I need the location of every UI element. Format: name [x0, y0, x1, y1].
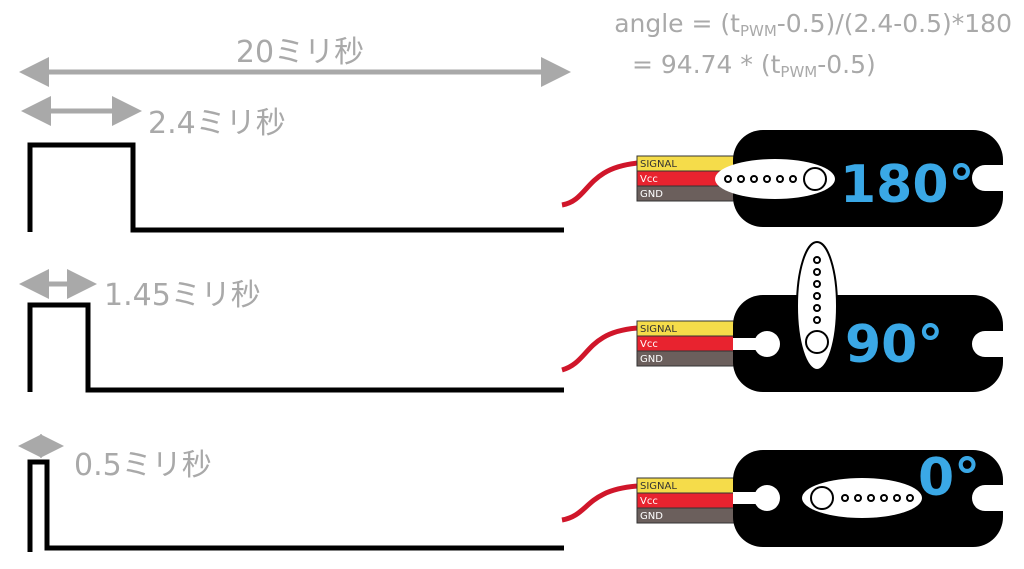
signal-wire-label: SIGNAL	[640, 324, 677, 335]
servo-90: SIGNAL Vcc GND 90°	[561, 241, 1003, 392]
servo-cable	[561, 325, 639, 373]
period-label: 20ミリ秒	[236, 35, 364, 70]
pwm-waveform	[27, 302, 564, 393]
vcc-wire-label: Vcc	[640, 174, 658, 185]
servo-body	[733, 130, 1003, 227]
pwm-waveform	[27, 142, 564, 233]
servo-180: SIGNAL Vcc GND 180°	[561, 130, 1003, 227]
angle-label: 90°	[845, 315, 943, 375]
signal-wire-label: SIGNAL	[640, 481, 677, 492]
formula-line-1: angle = (tPWM-0.5)/(2.4-0.5)*180	[614, 9, 1012, 40]
pulse-2.4ms: 2.4ミリ秒	[20, 96, 564, 233]
pulse-width-label: 0.5ミリ秒	[74, 448, 212, 483]
vcc-wire-label: Vcc	[640, 339, 658, 350]
angle-label: 180°	[840, 155, 975, 215]
pulse-0.5ms: 0.5ミリ秒	[18, 434, 564, 552]
servo-cable	[561, 483, 639, 523]
gnd-wire-label: GND	[640, 354, 663, 365]
vcc-wire-label: Vcc	[640, 496, 658, 507]
pulse-width-label: 1.45ミリ秒	[104, 278, 261, 313]
pwm-waveform	[27, 459, 564, 552]
servo-cable	[561, 160, 639, 208]
servo-horn	[715, 159, 835, 199]
pulse-1.45ms: 1.45ミリ秒	[18, 269, 564, 393]
servo-0: SIGNAL Vcc GND 0°	[561, 448, 1003, 547]
gnd-wire-label: GND	[640, 189, 663, 200]
angle-label: 0°	[918, 448, 980, 508]
signal-wire-label: SIGNAL	[640, 159, 677, 170]
formula-line-2: = 94.74 * (tPWM-0.5)	[632, 50, 876, 81]
pulse-width-label: 2.4ミリ秒	[148, 106, 286, 141]
gnd-wire-label: GND	[640, 511, 663, 522]
